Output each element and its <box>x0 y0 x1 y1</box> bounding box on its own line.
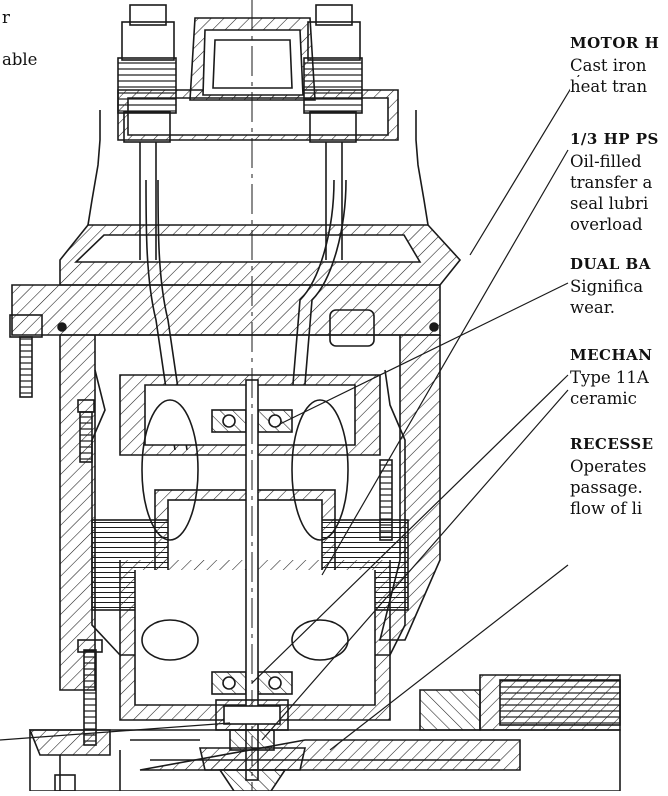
callout-motor-housing-line-1: Cast iron <box>570 56 647 75</box>
leader-lines <box>0 64 586 751</box>
bolt-mid-left <box>77 399 393 541</box>
callout-psc-motor-line-4: overload <box>570 215 643 234</box>
callout-psc-motor-line-1: Oil-filled <box>570 152 642 171</box>
callout-recessed-impeller-line-2: passage. <box>570 478 643 497</box>
mechanical-seal <box>215 699 289 751</box>
callout-dual-bearing-line-2: wear. <box>570 298 616 317</box>
callout-psc-motor-line-3: seal lubri <box>570 194 649 213</box>
pump-volute-base <box>28 729 621 792</box>
motor-housing <box>11 284 441 691</box>
cable-entry-right <box>289 4 375 421</box>
callout-recessed-impeller-line-3: flow of li <box>570 499 643 518</box>
callout-recessed-impeller-heading: RECESSE <box>570 435 654 453</box>
callout-mechanical-seal-heading: MECHAN <box>570 346 653 364</box>
left-fragment-1: r <box>2 8 10 27</box>
callout-mechanical-seal-line-2: ceramic <box>570 389 637 408</box>
callout-motor-housing-heading: MOTOR H <box>570 34 660 52</box>
discharge-port <box>419 674 621 731</box>
callout-dual-bearing-line-1: Significa <box>570 277 644 296</box>
callout-psc-motor-heading: 1/3 HP PS <box>570 130 659 148</box>
callout-dual-bearing-heading: DUAL BA <box>570 255 651 273</box>
callout-mechanical-seal-line-1: Type 11A <box>570 368 649 387</box>
callout-recessed-impeller-line-1: Operates <box>570 457 647 476</box>
callout-motor-housing-line-2: heat tran <box>570 77 648 96</box>
left-fragment-2: able <box>2 50 38 69</box>
callout-psc-motor-line-2: transfer a <box>570 173 653 192</box>
